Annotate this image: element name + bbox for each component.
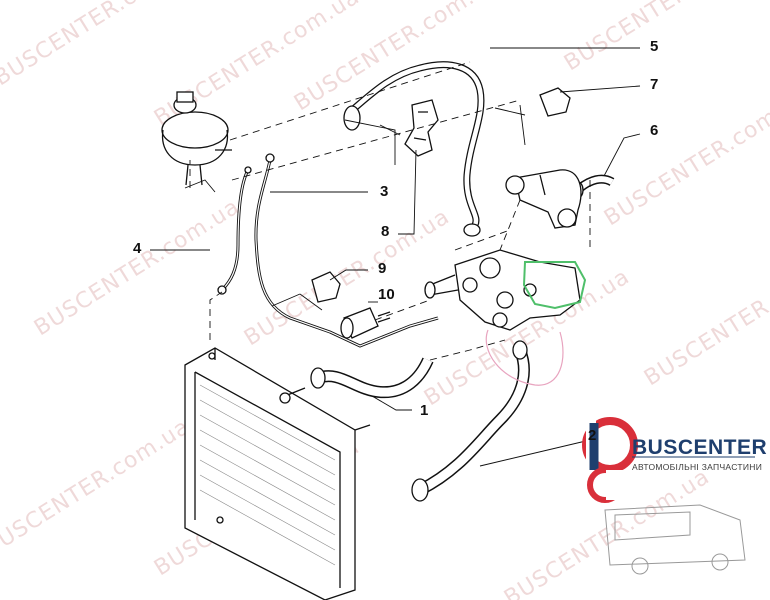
hose-1 xyxy=(279,357,434,404)
highlight-outline xyxy=(522,261,587,310)
connector-7 xyxy=(539,87,571,117)
buscenter-logo-mark xyxy=(582,417,638,503)
hose-3 xyxy=(254,153,439,348)
brand-name: BUSCENTER xyxy=(632,436,768,459)
callout-1: 1 xyxy=(420,402,429,419)
thermostat-housing xyxy=(424,249,581,331)
callout-10: 10 xyxy=(378,286,395,303)
radiator xyxy=(184,347,371,600)
callout-5: 5 xyxy=(650,38,659,55)
callout-4: 4 xyxy=(133,240,142,257)
callout-6: 6 xyxy=(650,122,659,139)
callout-2: 2 xyxy=(588,427,597,444)
brand-subtitle: АВТОМОБІЛЬНІ ЗАПЧАСТИНИ xyxy=(632,462,763,472)
hose-4 xyxy=(217,166,252,295)
clip-8 xyxy=(404,99,439,157)
callout-8: 8 xyxy=(381,223,390,240)
callout-9: 9 xyxy=(378,260,387,277)
clip-9 xyxy=(311,271,341,303)
sensor-10 xyxy=(340,307,391,339)
bus-graphic xyxy=(604,504,746,575)
hose-5 xyxy=(343,61,485,237)
hose-2 xyxy=(411,340,530,502)
callout-3: 3 xyxy=(380,183,389,200)
expansion-tank xyxy=(161,91,232,186)
pink-outline xyxy=(485,329,564,386)
callout-7: 7 xyxy=(650,76,659,93)
outlet-pipe xyxy=(505,169,582,229)
